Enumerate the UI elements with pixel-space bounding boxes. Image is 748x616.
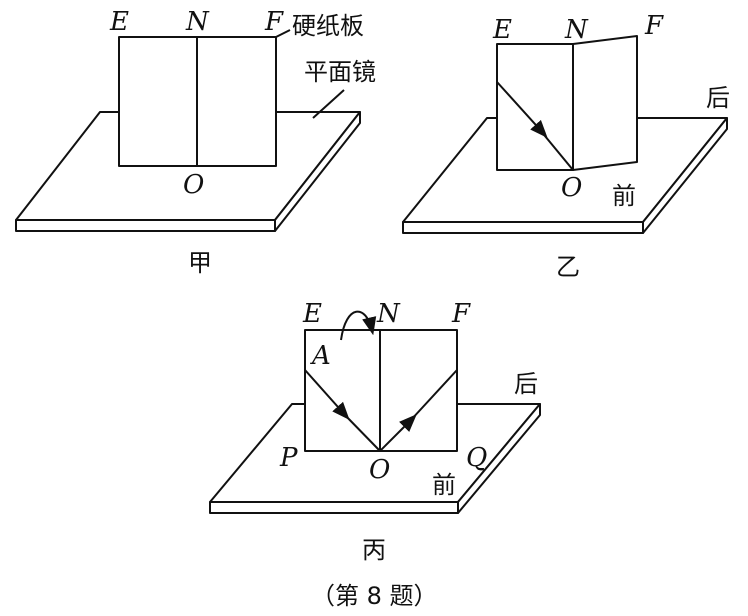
plane-mirror-edge-front: [209, 501, 459, 514]
rotation-arc-arrow: [340, 310, 377, 341]
cardboard-label: 硬纸板: [292, 12, 364, 40]
panel-caption-jia: 甲: [188, 249, 212, 277]
cardboard-pointer: [275, 29, 291, 38]
panel-caption-yi: 乙: [556, 253, 580, 281]
plane-mirror-edge-side: [274, 111, 361, 232]
front-label: 前: [612, 182, 636, 210]
point-o-label: O: [561, 173, 582, 203]
point-n-label: N: [564, 15, 589, 45]
point-f-label: F: [451, 299, 471, 329]
panel-caption-bing: 丙: [362, 536, 386, 564]
point-f-label: F: [644, 11, 664, 41]
reflected-ray: [409, 369, 458, 422]
incident-ray-arrow: [304, 369, 350, 421]
point-n-label: N: [376, 299, 401, 329]
point-n-label: N: [185, 7, 210, 37]
point-e-label: E: [302, 299, 322, 329]
panel-yi: E N F O 后 前 乙: [402, 11, 730, 281]
figure-caption: （第 8 题）: [311, 582, 438, 610]
point-p-label: P: [279, 443, 298, 473]
front-label: 前: [432, 471, 456, 499]
point-a-label: A: [310, 341, 331, 371]
cardboard-right-half-folded: [572, 35, 638, 171]
incident-ray: [341, 411, 381, 452]
plane-mirror-edge-side: [642, 117, 728, 234]
incident-ray-arrow: [496, 81, 548, 139]
point-o-label: O: [369, 455, 390, 485]
point-e-label: E: [492, 15, 512, 45]
point-q-label: Q: [466, 443, 487, 473]
point-o-label: O: [183, 170, 204, 200]
plane-mirror-edge-side: [457, 403, 541, 514]
mirror-pointer: [312, 89, 345, 119]
reflected-ray-arrow: [379, 414, 417, 452]
cardboard-left-half: [496, 43, 574, 171]
mirror-label: 平面镜: [304, 58, 376, 86]
back-label: 后: [514, 370, 538, 398]
panel-bing: E N F A P Q O 后 前 丙: [209, 299, 541, 564]
back-label: 后: [706, 84, 730, 112]
incident-ray: [539, 129, 574, 171]
point-f-label: F: [264, 7, 284, 37]
plane-mirror-edge-front: [402, 221, 644, 234]
plane-mirror-edge-front: [15, 219, 276, 232]
point-e-label: E: [109, 7, 129, 37]
panel-jia: E N F O 硬纸板 平面镜 甲: [15, 7, 376, 277]
